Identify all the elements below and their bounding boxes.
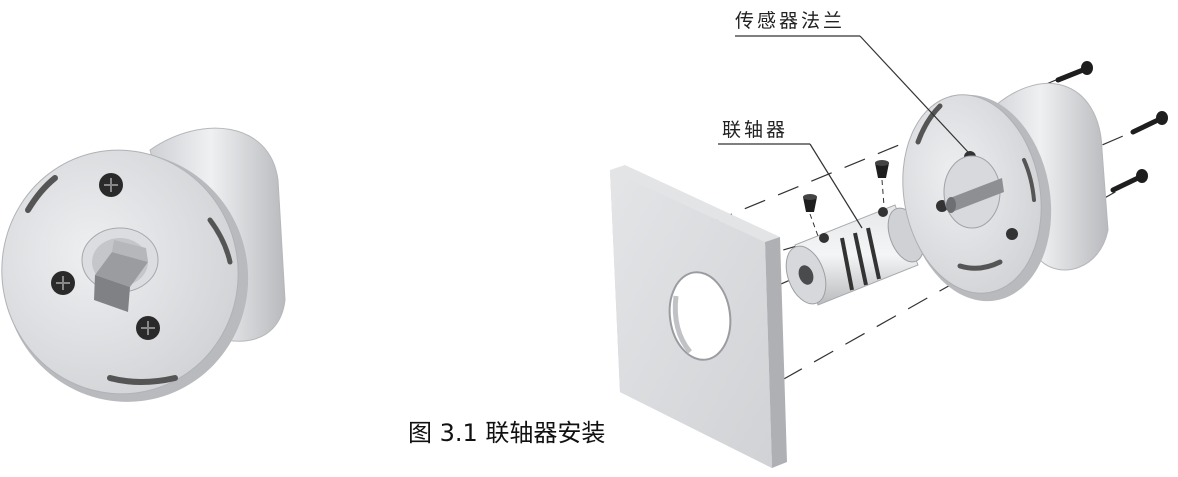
screw-icon — [99, 173, 123, 197]
screw-icon — [1055, 61, 1093, 83]
screw-icon — [51, 271, 75, 295]
label-sensor-flange: 传感器法兰 — [735, 10, 846, 32]
coupling-icon — [785, 204, 925, 306]
figure-caption: 图 3.1 联轴器安装 — [408, 419, 606, 447]
set-screw-icon — [803, 194, 819, 237]
screw-icon — [136, 316, 160, 340]
mounting-plate-icon — [610, 165, 787, 468]
screw-icon — [1130, 111, 1168, 135]
label-coupling: 联轴器 — [722, 119, 789, 141]
leader-lines — [718, 35, 969, 229]
set-screw-icon — [875, 160, 889, 207]
sensor-flange-icon — [902, 82, 1109, 302]
sensor-flange-assembled-icon — [1, 127, 286, 402]
screw-icon — [1110, 169, 1148, 193]
